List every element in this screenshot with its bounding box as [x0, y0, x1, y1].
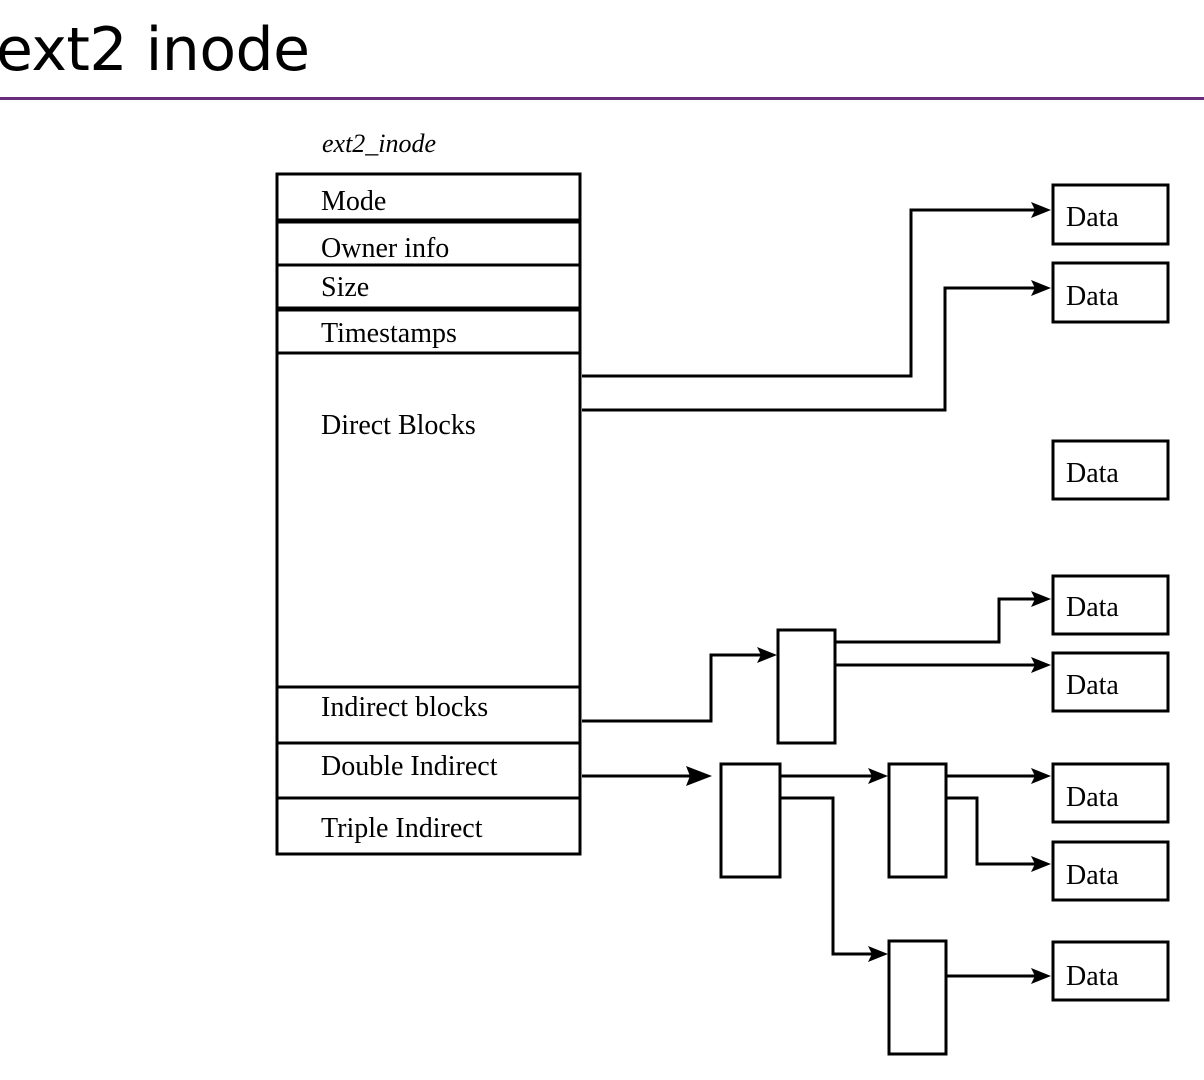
data-block-label: Data [1066, 670, 1119, 701]
arrowhead [757, 647, 777, 663]
data-block-label: Data [1066, 961, 1119, 992]
field-label-timestamps: Timestamps [321, 318, 457, 349]
arrowhead [1031, 768, 1051, 784]
pointer-arrowheads [686, 202, 1051, 984]
data-block-label: Data [1066, 202, 1119, 233]
pointer-connectors [582, 208, 1036, 978]
inode-table: Mode Owner info Size Timestamps Direct B… [275, 172, 582, 856]
connector-line [835, 597, 1036, 644]
inode-field-double-indirect [275, 741, 582, 800]
field-label-triple-indirect: Triple Indirect [321, 813, 483, 844]
title-divider [0, 97, 1204, 100]
connector-line [582, 208, 1036, 378]
field-label-owner-info: Owner info [321, 233, 449, 264]
field-label-size: Size [321, 272, 369, 303]
second-level-pointer-block [887, 762, 948, 879]
inode-field-triple-indirect [275, 796, 582, 856]
arrowhead [1031, 591, 1051, 607]
inode-field-timestamps [275, 308, 582, 355]
data-block [1051, 439, 1170, 501]
arrowhead [1031, 968, 1051, 984]
field-label-direct-blocks: Direct Blocks [321, 410, 476, 441]
arrowhead [868, 946, 888, 962]
second-level-pointer-block [887, 939, 948, 1056]
arrowhead [1031, 856, 1051, 872]
slide-title: ext2 inode [0, 15, 310, 85]
data-block-label: Data [1066, 458, 1119, 489]
data-block [1051, 840, 1170, 902]
arrowhead [1031, 280, 1051, 296]
data-block [1051, 651, 1170, 713]
inode-field-mode [275, 172, 582, 222]
diagram-caption: ext2_inode [322, 129, 436, 158]
field-label-mode: Mode [321, 186, 386, 217]
field-label-indirect-blocks: Indirect blocks [321, 692, 488, 723]
data-block [1051, 261, 1170, 324]
data-block [1051, 183, 1170, 246]
data-block-label: Data [1066, 281, 1119, 312]
data-block-label: Data [1066, 860, 1119, 891]
field-label-double-indirect: Double Indirect [321, 751, 498, 782]
inode-field-direct-blocks [275, 351, 582, 689]
connector-line [582, 653, 761, 723]
arrowhead [686, 766, 712, 786]
inode-field-owner-info [275, 220, 582, 267]
arrowhead [1031, 202, 1051, 218]
connector-line [582, 286, 1036, 412]
data-block-label: Data [1066, 592, 1119, 623]
arrowhead [868, 768, 888, 784]
indirect-pointer-block [776, 628, 837, 745]
inode-field-size [275, 263, 582, 310]
double-indirect-pointer-block [719, 762, 782, 879]
data-block-label: Data [1066, 782, 1119, 813]
connector-line [946, 796, 1036, 866]
connector-line [780, 796, 872, 956]
data-blocks: Data Data Data Data Data Data Data Data [1051, 183, 1170, 1002]
data-block [1051, 762, 1170, 824]
arrowhead [1031, 657, 1051, 673]
data-block [1051, 574, 1170, 636]
data-block [1051, 940, 1170, 1002]
